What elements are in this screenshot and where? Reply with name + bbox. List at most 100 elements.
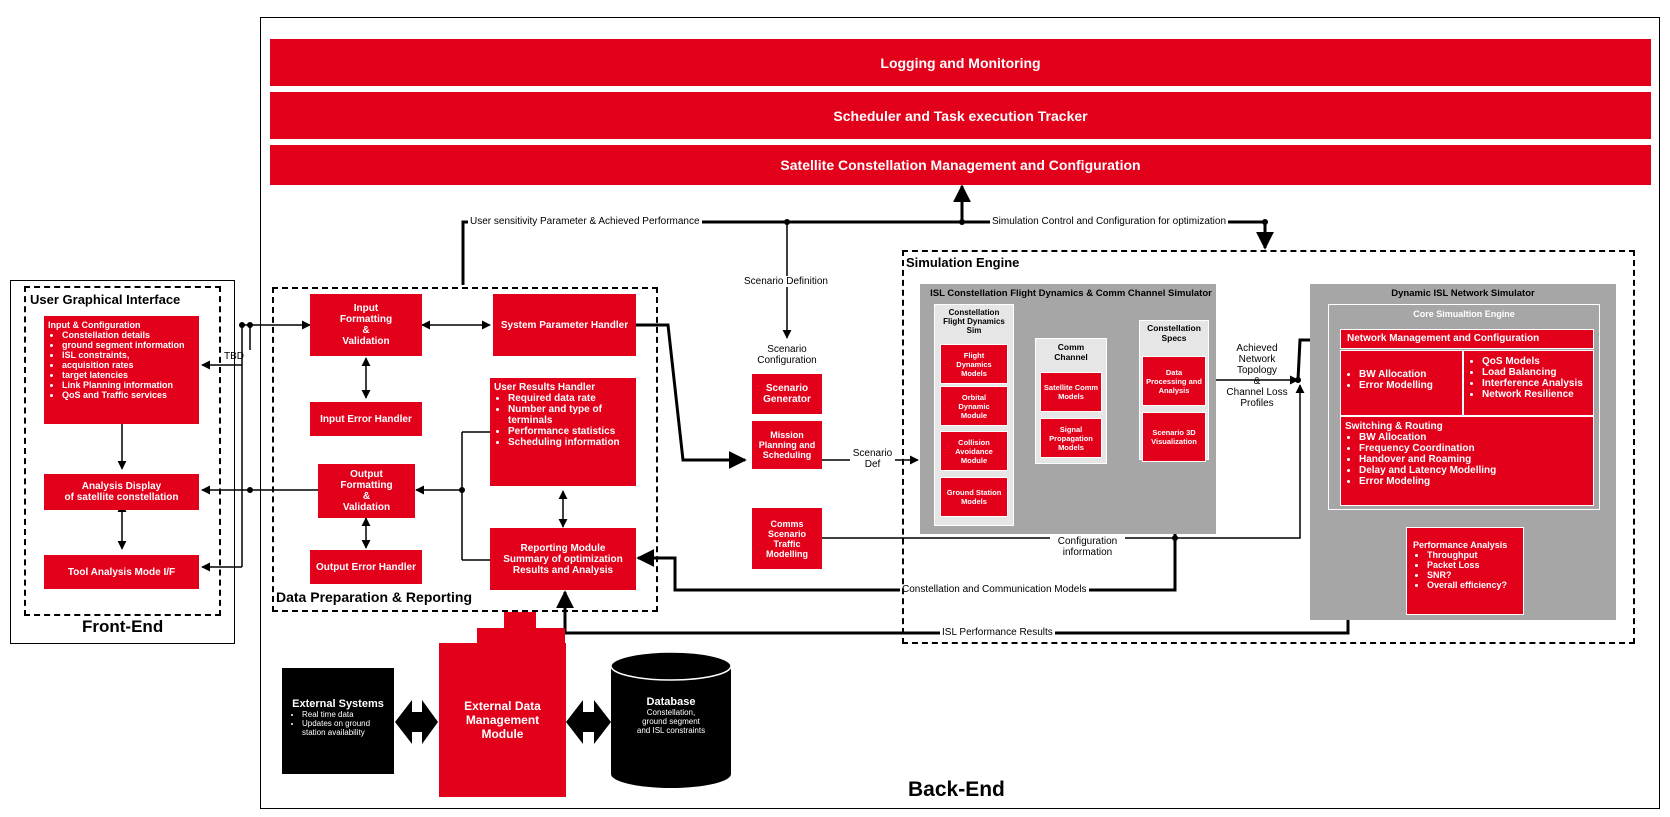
database-cylinder bbox=[610, 651, 732, 788]
list-item: acquisition rates bbox=[62, 360, 195, 370]
arrow-perf-reporting bbox=[556, 568, 1406, 635]
isl-perf-label: ISL Performance Results bbox=[940, 627, 1055, 638]
external-systems-title: External Systems bbox=[292, 698, 384, 710]
double-arrow-db bbox=[566, 700, 611, 744]
scenario-config-label: Scenario Configuration bbox=[757, 344, 817, 366]
tool-analysis-box[interactable]: Tool Analysis Mode I/F bbox=[44, 555, 199, 589]
list-item: Real time data bbox=[302, 710, 388, 719]
list-item: Updates on ground station availability bbox=[302, 719, 388, 737]
list-item: Load Balancing bbox=[1482, 367, 1589, 378]
module-box[interactable]: Signal Propagation Models bbox=[1040, 418, 1102, 458]
external-systems-list: Real time dataUpdates on ground station … bbox=[288, 710, 388, 737]
gui-panel bbox=[24, 286, 221, 616]
double-arrow-ext bbox=[395, 700, 438, 744]
input-config-title: Input & Configuration bbox=[48, 320, 141, 330]
input-error-box[interactable]: Input Error Handler bbox=[310, 402, 422, 436]
module-box[interactable]: Orbital Dynamic Module bbox=[940, 386, 1008, 426]
nmc-right-list: QoS ModelsLoad BalancingInterference Ana… bbox=[1468, 356, 1589, 400]
list-item: Interference Analysis bbox=[1482, 378, 1589, 389]
arrow-comms-net bbox=[822, 384, 1305, 539]
list-item: Frequency Coordination bbox=[1359, 443, 1589, 454]
mission-planning-box[interactable]: Mission Planning and Scheduling bbox=[752, 421, 822, 469]
sim-control-label: Simulation Control and Configuration for… bbox=[990, 216, 1229, 227]
edm-box[interactable]: External Data Management Module bbox=[439, 643, 566, 797]
sys-param-box[interactable]: System Parameter Handler bbox=[493, 294, 636, 356]
reporting-box[interactable]: Reporting Module Summary of optimization… bbox=[490, 528, 636, 590]
core-title: Core Simualtion Engine bbox=[1413, 309, 1515, 319]
input-config-list: Constellation detailsground segment info… bbox=[48, 330, 195, 400]
output-format-box[interactable]: Output Formatting & Validation bbox=[318, 464, 415, 518]
switching-list: BW AllocationFrequency CoordinationHando… bbox=[1345, 432, 1589, 487]
achieved-label: Achieved Network Topology & Channel Loss… bbox=[1226, 343, 1288, 409]
perf-box[interactable]: Performance Analysis ThroughputPacket Lo… bbox=[1406, 527, 1524, 615]
list-item: Error Modelling bbox=[1359, 380, 1458, 391]
fd-title: ISL Constellation Flight Dynamics & Comm… bbox=[930, 288, 1212, 299]
scenario-def-short-label: Scenario Def bbox=[850, 448, 895, 470]
list-item: Handover and Roaming bbox=[1359, 454, 1589, 465]
user-sensitivity-label: User sensitivity Parameter & Achieved Pe… bbox=[468, 216, 702, 227]
db-title: Database bbox=[646, 696, 696, 708]
nmc-box[interactable]: Network Management and Configuration bbox=[1340, 329, 1594, 349]
module-box[interactable]: Data Processing and Analysis bbox=[1142, 356, 1206, 406]
perf-list: ThroughputPacket LossSNR?Overall efficie… bbox=[1413, 550, 1519, 590]
nmc-left-box[interactable]: BW AllocationError Modelling bbox=[1340, 350, 1463, 416]
frontend-panel bbox=[10, 280, 235, 644]
gui-title: User Graphical Interface bbox=[30, 292, 181, 307]
module-box[interactable]: Flight Dynamics Models bbox=[940, 344, 1008, 384]
scheduler-bar[interactable]: Scheduler and Task execution Tracker bbox=[270, 92, 1651, 139]
list-item: QoS Models bbox=[1482, 356, 1589, 367]
list-item: SNR? bbox=[1427, 570, 1519, 580]
output-error-box[interactable]: Output Error Handler bbox=[310, 550, 422, 584]
list-item: Delay and Latency Modelling bbox=[1359, 465, 1589, 476]
user-results-box[interactable]: User Results Handler Required data rateN… bbox=[490, 378, 636, 486]
arrow-models-reporting bbox=[636, 466, 1177, 592]
tbd-label: TBD bbox=[224, 351, 244, 362]
list-item: Packet Loss bbox=[1427, 560, 1519, 570]
scenario-definition-label: Scenario Definition bbox=[742, 276, 830, 287]
sim-title: Simulation Engine bbox=[906, 255, 1020, 270]
backend-title: Back-End bbox=[908, 778, 1005, 801]
input-format-box[interactable]: Input Formatting & Validation bbox=[310, 294, 422, 356]
const-comm-models-label: Constellation and Communication Models bbox=[900, 584, 1089, 595]
frontend-title: Front-End bbox=[82, 617, 164, 636]
scenario-gen-box[interactable]: Scenario Generator bbox=[752, 374, 822, 414]
list-item: Link Planning information bbox=[62, 380, 195, 390]
module-box[interactable]: Satellite Comm Models bbox=[1040, 372, 1102, 412]
list-item: target latencies bbox=[62, 370, 195, 380]
list-item: Scheduling information bbox=[508, 437, 632, 448]
list-item: Network Resilience bbox=[1482, 389, 1589, 400]
perf-title: Performance Analysis bbox=[1413, 540, 1508, 550]
list-item: BW Allocation bbox=[1359, 432, 1589, 443]
cfd-title: Constellation Flight Dynamics Sim bbox=[943, 308, 1005, 335]
nmc-right-box[interactable]: QoS ModelsLoad BalancingInterference Ana… bbox=[1463, 350, 1594, 416]
user-results-list: Required data rateNumber and type of ter… bbox=[494, 393, 632, 448]
core-panel bbox=[1328, 304, 1600, 510]
sat-mgmt-bar[interactable]: Satellite Constellation Management and C… bbox=[270, 145, 1651, 185]
net-title: Dynamic ISL Network Simulator bbox=[1391, 288, 1535, 299]
logging-bar[interactable]: Logging and Monitoring bbox=[270, 39, 1651, 86]
arrow-sysparam-mission bbox=[636, 323, 747, 469]
spec-title: Constellation Specs bbox=[1147, 323, 1201, 343]
list-item: ground segment information bbox=[62, 340, 195, 350]
nmc-left-list: BW AllocationError Modelling bbox=[1345, 369, 1458, 391]
external-systems-box[interactable]: External Systems Real time dataUpdates o… bbox=[282, 668, 394, 774]
list-item: Constellation details bbox=[62, 330, 195, 340]
input-config-box[interactable]: Input & Configuration Constellation deta… bbox=[44, 316, 199, 424]
list-item: BW Allocation bbox=[1359, 369, 1458, 380]
analysis-display-box[interactable]: Analysis Display of satellite constellat… bbox=[44, 474, 199, 510]
edm-up-arrow bbox=[477, 612, 565, 643]
db-desc: Constellation, ground segment and ISL co… bbox=[636, 708, 706, 735]
switching-box[interactable]: Switching & Routing BW AllocationFrequen… bbox=[1340, 416, 1594, 506]
list-item: Number and type of terminals bbox=[508, 404, 632, 426]
module-box[interactable]: Scenario 3D Visualization bbox=[1142, 412, 1206, 462]
list-item: Throughput bbox=[1427, 550, 1519, 560]
module-box[interactable]: Ground Station Models bbox=[940, 477, 1008, 517]
list-item: Error Modeling bbox=[1359, 476, 1589, 487]
list-item: QoS and Traffic services bbox=[62, 390, 195, 400]
user-results-title: User Results Handler bbox=[494, 382, 596, 393]
module-box[interactable]: Collision Avoidance Module bbox=[940, 431, 1008, 471]
list-item: ISL constraints, bbox=[62, 350, 195, 360]
comms-scenario-box[interactable]: Comms Scenario Traffic Modelling bbox=[752, 508, 822, 569]
database-text[interactable]: Database Constellation, ground segment a… bbox=[611, 696, 731, 735]
list-item: Required data rate bbox=[508, 393, 632, 404]
